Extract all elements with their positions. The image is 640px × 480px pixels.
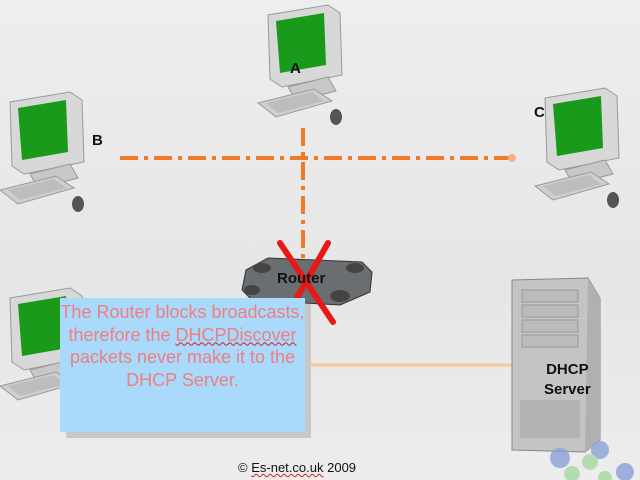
dhcp-server-label: DHCP Server [544,360,591,400]
decorative-bubbles-icon [550,441,634,480]
copyright-site: Es-net.co.uk [251,460,324,475]
computer-c-label: C [534,104,545,121]
line-endpoint [508,154,516,162]
callout-text-pre: The Router blocks broadcasts, therefore … [60,302,305,345]
callout-text-post: packets never make it to the DHCP Server… [69,347,296,390]
copyright-footer: © Es-net.co.uk 2009 [238,460,356,475]
router-label: Router [277,270,326,287]
computer-b-icon [0,91,85,213]
copyright-year: 2009 [327,460,357,475]
server-label-line1: DHCP [546,361,589,378]
copyright-symbol: © [238,460,248,475]
computer-a-label: A [290,60,301,77]
computer-b-label: B [92,132,103,149]
computer-c-icon [534,87,620,209]
callout-box: The Router blocks broadcasts, therefore … [60,298,305,432]
callout-text-highlight: DHCPDiscover [175,324,297,345]
dhcp-server-icon [511,277,601,453]
server-label-line2: Server [544,381,591,398]
